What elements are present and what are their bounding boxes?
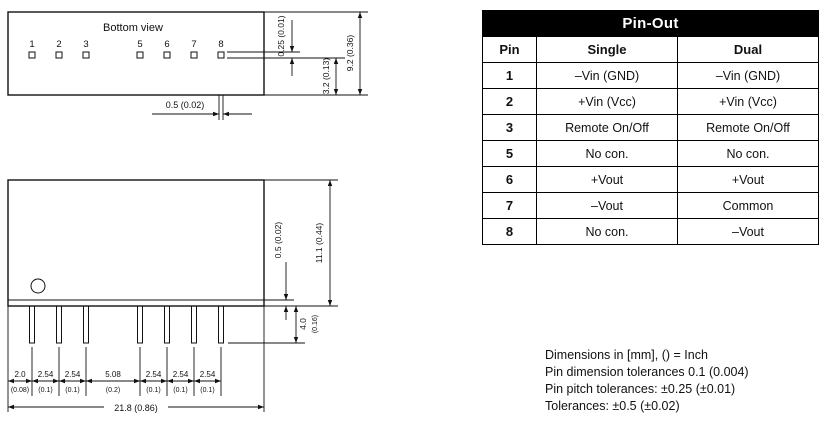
- note-line: Pin pitch tolerances: ±0.25 (±0.01): [545, 382, 736, 396]
- dimension-notes: Dimensions in [mm], () = Inch Pin dimens…: [545, 347, 749, 415]
- dim-pitch-mm-label: 2.54: [200, 370, 216, 379]
- pin-number-label: 5: [137, 39, 142, 50]
- pinout-col-dual: Dual: [677, 36, 819, 63]
- pinout-pin-number: 2: [482, 88, 537, 115]
- pinout-col-pin: Pin: [482, 36, 537, 63]
- pinout-row: 6 +Vout +Vout: [482, 166, 819, 193]
- pinout-row: 1 –Vin (GND) –Vin (GND): [482, 62, 819, 89]
- pinout-dual-value: –Vout: [677, 218, 819, 245]
- dim-pitch-mm-label: 2.54: [38, 370, 54, 379]
- dim-pin-length-mm-label: 4.0: [298, 318, 308, 330]
- pinout-single-value: No con.: [536, 140, 678, 167]
- dim-pitch-mm-label: 2.54: [146, 370, 162, 379]
- pinout-header-row: Pin Single Dual: [482, 36, 819, 63]
- pinout-title: Pin-Out: [482, 10, 819, 37]
- package-drawings: Bottom view 1 2 3 5 6 7 8 0.25 (0.01) 3.…: [7, 11, 368, 413]
- bottom-view-outline: [7, 11, 265, 96]
- pinout-single-value: –Vout: [536, 192, 678, 219]
- pinout-row: 7 –Vout Common: [482, 192, 819, 219]
- dim-body-height-label: 11.1 (0.44): [314, 223, 324, 264]
- pinout-row: 5 No con. No con.: [482, 140, 819, 167]
- dim-pin-detail-label: 0.5 (0.02): [166, 100, 205, 110]
- pin-number-label: 2: [56, 39, 61, 50]
- pinout-pin-number: 5: [482, 140, 537, 167]
- pin1-indicator-circle: [30, 278, 46, 294]
- pinout-single-value: +Vin (Vcc): [536, 88, 678, 115]
- pinout-pin-number: 3: [482, 114, 537, 141]
- dim-pitch-inch-label: (0.1): [173, 387, 187, 394]
- pinout-col-single: Single: [536, 36, 678, 63]
- bottom-view-label: Bottom view: [103, 22, 163, 34]
- pinout-title-row: Pin-Out: [482, 10, 819, 37]
- pinout-single-value: +Vout: [536, 166, 678, 193]
- pin-number-label: 6: [164, 39, 169, 50]
- pinout-pin-number: 6: [482, 166, 537, 193]
- pin-number-label: 1: [29, 39, 34, 50]
- dim-pitch-inch-label: (0.1): [38, 387, 52, 394]
- pinout-row: 2 +Vin (Vcc) +Vin (Vcc): [482, 88, 819, 115]
- pinout-row: 3 Remote On/Off Remote On/Off: [482, 114, 819, 141]
- dim-pitch-inch-label: (0.1): [200, 387, 214, 394]
- dim-pin-length-inch-label: (0.16): [312, 315, 319, 333]
- pinout-pin-number: 1: [482, 62, 537, 89]
- pinout-dual-value: Common: [677, 192, 819, 219]
- pinout-dual-value: +Vin (Vcc): [677, 88, 819, 115]
- pinout-dual-value: +Vout: [677, 166, 819, 193]
- bottom-view-dimension-lines: [152, 11, 368, 120]
- side-view-outline: [7, 179, 265, 344]
- pin-number-label: 7: [191, 39, 196, 50]
- note-line: Dimensions in [mm], () = Inch: [545, 348, 708, 362]
- dim-body-depth-label: 9.2 (0.36): [345, 35, 355, 72]
- side-view-dimension-lines: [7, 179, 338, 412]
- pin-number-label: 8: [218, 39, 223, 50]
- dim-pitch-mm-label: 2.0: [14, 370, 26, 379]
- note-line: Pin dimension tolerances 0.1 (0.004): [545, 365, 749, 379]
- pinout-table: Pin-Out Pin Single Dual 1 –Vin (GND) –Vi…: [482, 10, 819, 245]
- pinout-pin-number: 7: [482, 192, 537, 219]
- dim-pin-size-label: 0.25 (0.01): [276, 15, 286, 56]
- dim-pitch-mm-label: 2.54: [65, 370, 81, 379]
- pinout-dual-value: –Vin (GND): [677, 62, 819, 89]
- dim-pitch-inch-label: (0.1): [65, 387, 79, 394]
- pinout-row: 8 No con. –Vout: [482, 218, 819, 245]
- dim-pitch-inch-label: (0.08): [11, 387, 29, 394]
- pinout-dual-value: No con.: [677, 140, 819, 167]
- dim-pitch-inch-label: (0.1): [146, 387, 160, 394]
- dim-pitch-mm-label: 2.54: [173, 370, 189, 379]
- pin-number-label: 3: [83, 39, 88, 50]
- dim-pitch-mm-label: 5.08: [105, 370, 121, 379]
- pinout-single-value: Remote On/Off: [536, 114, 678, 141]
- pinout-single-value: No con.: [536, 218, 678, 245]
- pinout-single-value: –Vin (GND): [536, 62, 678, 89]
- dim-pitch-inch-label: (0.2): [106, 387, 120, 394]
- dim-pin-to-edge-label: 3.2 (0.13): [321, 58, 331, 95]
- pinout-dual-value: Remote On/Off: [677, 114, 819, 141]
- pinout-pin-number: 8: [482, 218, 537, 245]
- dim-standoff-label: 0.5 (0.02): [273, 222, 283, 259]
- note-line: Tolerances: ±0.5 (±0.02): [545, 399, 680, 413]
- dim-total-width-label: 21.8 (0.86): [114, 403, 158, 413]
